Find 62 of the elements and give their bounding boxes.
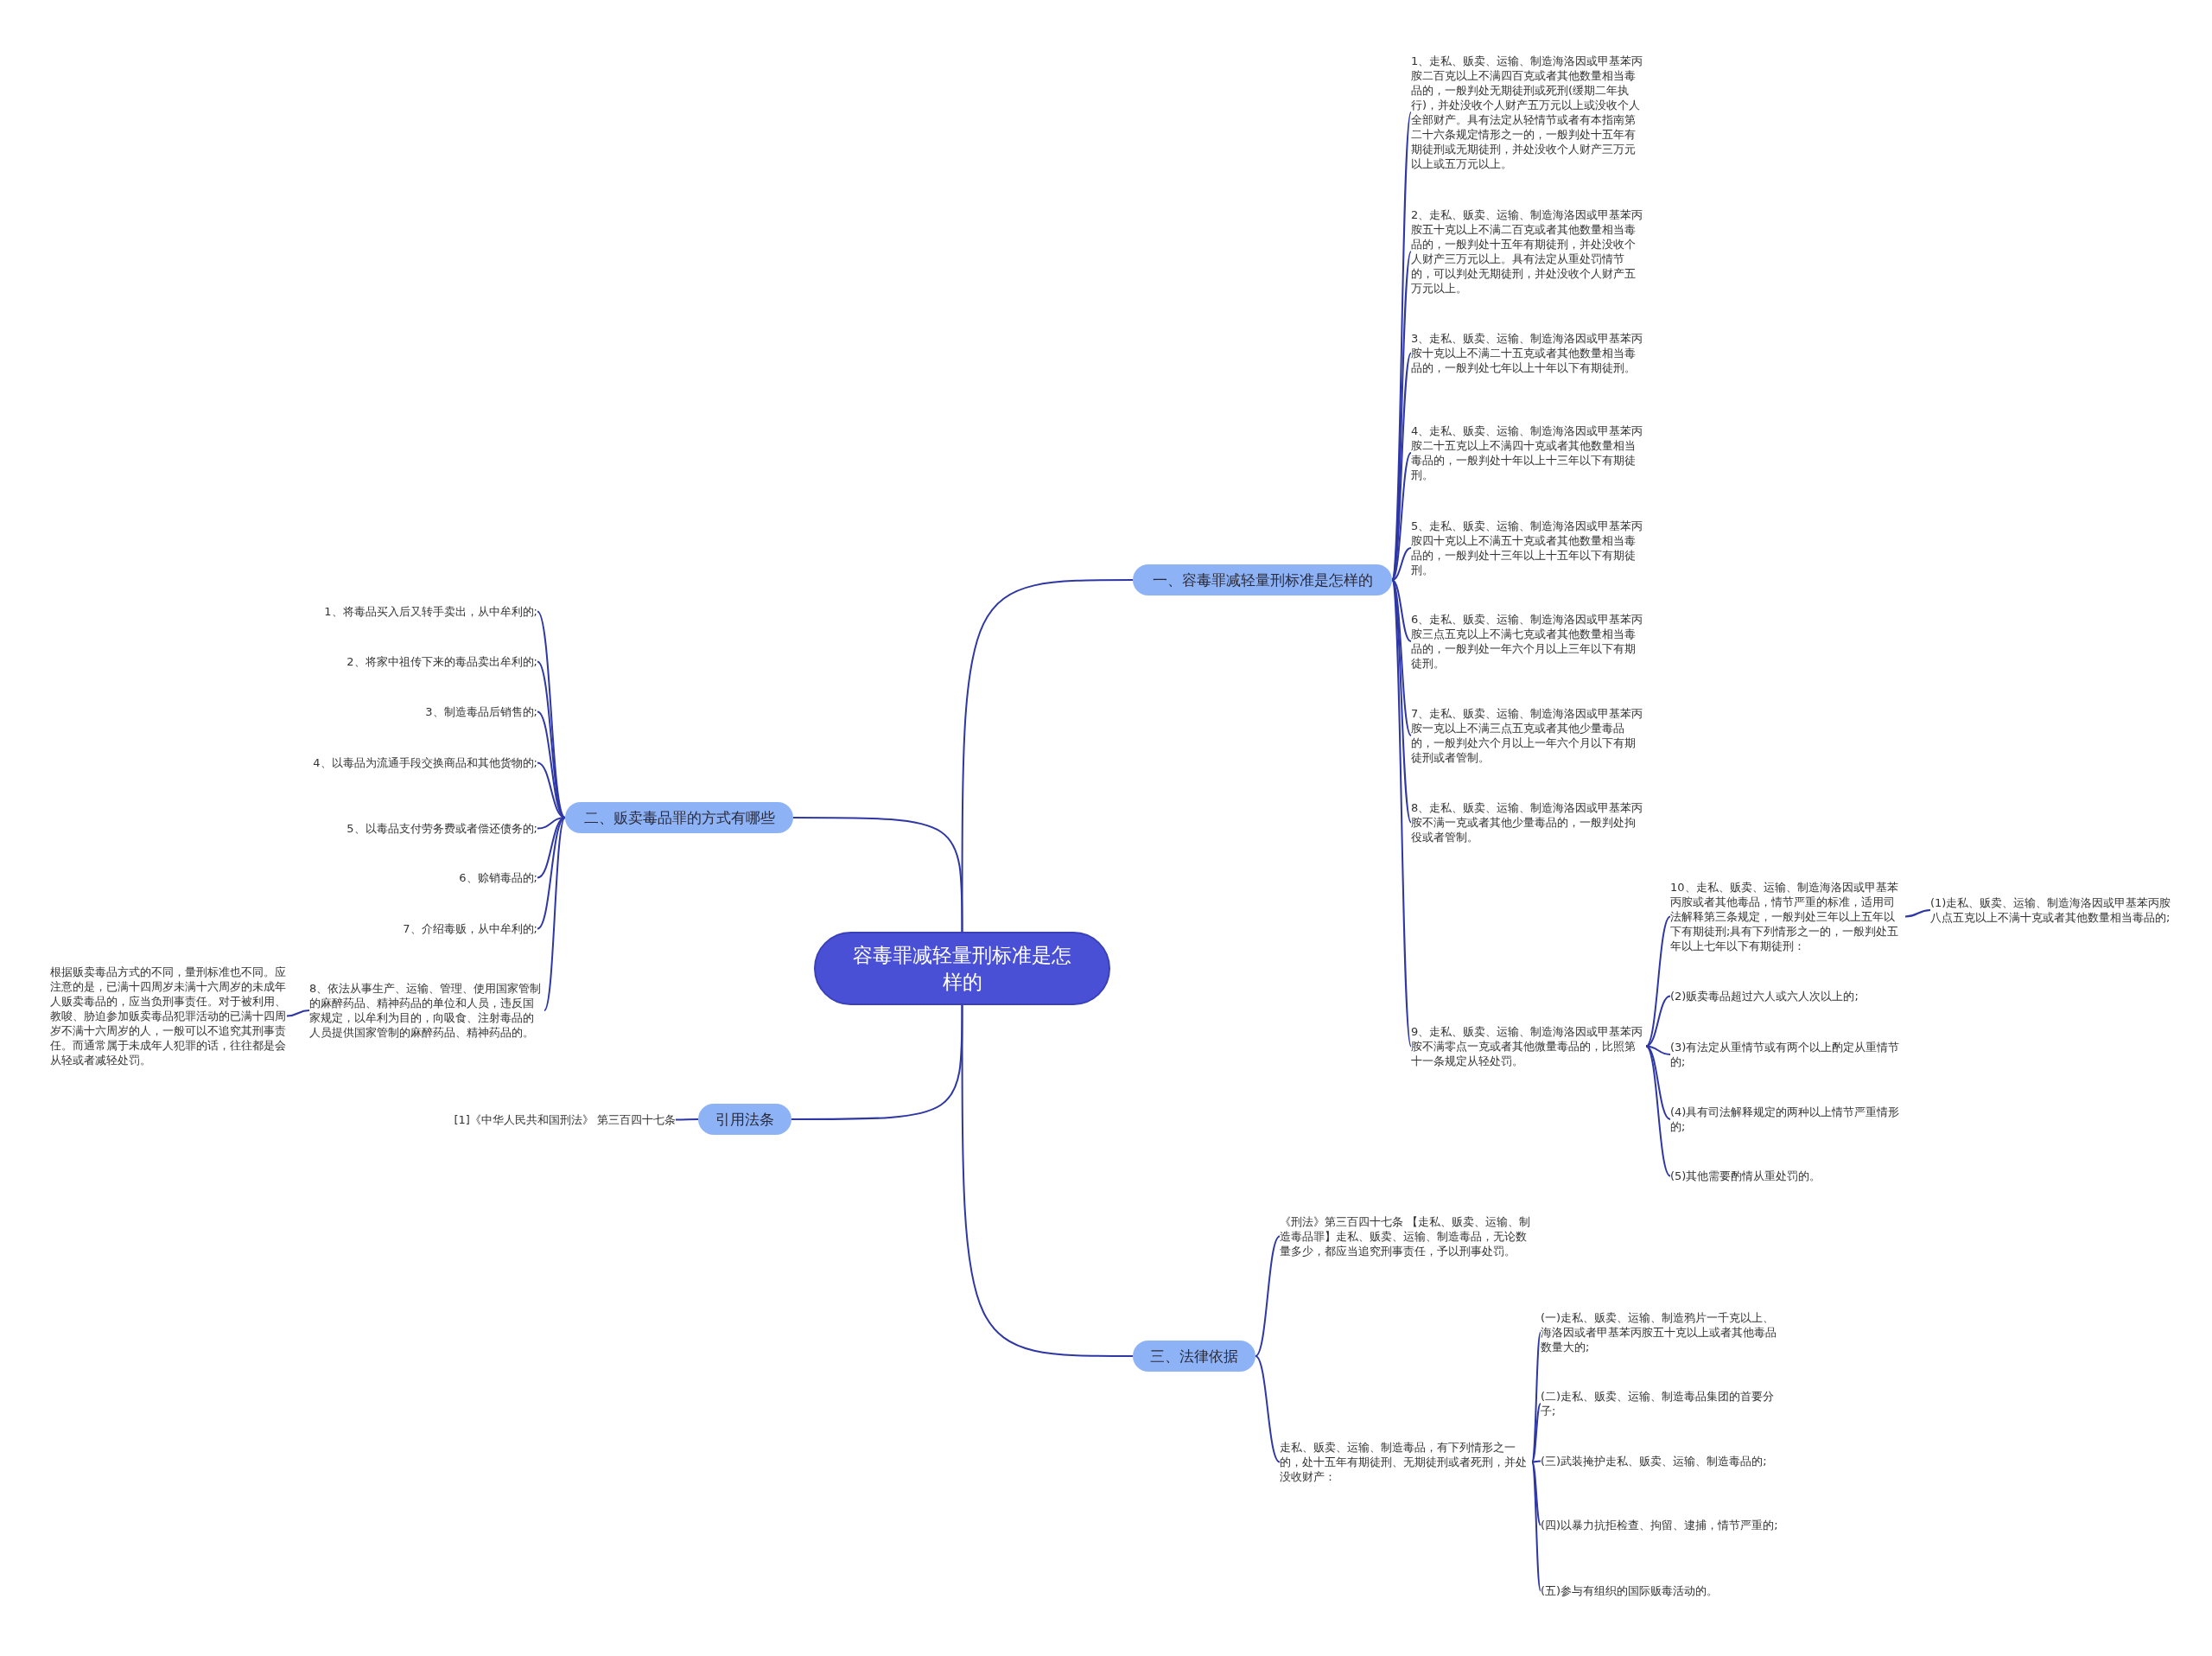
leaf-text: 1、将毒品买入后又转手卖出，从中牟利的; [294, 604, 537, 619]
leaf-text: 8、依法从事生产、运输、管理、使用国家管制的麻醉药品、精神药品的单位和人员，违反国家规定，以牟利为目的，向吸食、注射毒品的人员提供国家管制的麻醉药品、精神药品的。 [309, 981, 544, 1040]
connector-line [1255, 1355, 1281, 1463]
connector-line [1391, 579, 1412, 736]
connector-line [537, 660, 566, 818]
leaf-text: 6、赊销毒品的; [294, 870, 537, 885]
connector-line [1391, 579, 1412, 824]
connector-line [1531, 1403, 1541, 1463]
leaf-text: (二)走私、贩卖、运输、制造毒品集团的首要分子; [1541, 1389, 1784, 1418]
connector-line [1904, 909, 1931, 918]
connector-line [1645, 995, 1671, 1048]
leaf-text: (四)以暴力抗拒检查、拘留、逮捕，情节严重的; [1541, 1518, 1784, 1532]
leaf-text: 走私、贩卖、运输、制造毒品，有下列情形之一的，处十五年有期徒刑、无期徒刑或者死刑，并处没收财产： [1280, 1440, 1532, 1484]
connector-line [1391, 547, 1412, 581]
connector-line [1391, 579, 1412, 642]
leaf-text: (4)具有司法解释规定的两种以上情节严重情形的; [1670, 1105, 1905, 1134]
connector-line [543, 817, 566, 1011]
leaf-text: 8、走私、贩卖、运输、制造海洛因或甲基苯丙胺不满一克或者其他少量毒品的，一般判处拘役或者管制。 [1411, 800, 1646, 844]
leaf-text: 5、走私、贩卖、运输、制造海洛因或甲基苯丙胺四十克以上不满五十克或者其他数量相当毒品的，一般判处十三年以上十五年以下有期徒刑。 [1411, 519, 1646, 577]
connector-line [1391, 452, 1412, 581]
leaf-text: 2、走私、贩卖、运输、制造海洛因或甲基苯丙胺五十克以上不满二百克或者其他数量相当毒品的，一般判处十五年有期徒刑，并处没收个人财产三万元以上。具有法定从重处罚情节的，可以判处无期徒刑，并处没收个人财产五万元以上。 [1411, 207, 1646, 296]
leaf-text: 4、以毒品为流通手段交换商品和其他货物的; [294, 755, 537, 770]
leaf-text: (5)其他需要酌情从重处罚的。 [1670, 1169, 1905, 1183]
leaf-text: 9、走私、贩卖、运输、制造海洛因或甲基苯丙胺不满零点一克或者其他微量毒品的，比照第十一条规定从轻处罚。 [1411, 1024, 1646, 1068]
leaf-text: (三)武装掩护走私、贩卖、运输、制造毒品的; [1541, 1454, 1784, 1468]
leaf-text: 7、走私、贩卖、运输、制造海洛因或甲基苯丙胺一克以上不满三点五克或者其他少量毒品的，一般判处六个月以上一年六个月以下有期徒刑或者管制。 [1411, 706, 1646, 765]
connector-line [675, 1118, 699, 1121]
connector-line [1531, 1461, 1541, 1526]
leaf-text: 10、走私、贩卖、运输、制造海洛因或甲基苯丙胺或者其他毒品，情节严重的标准，适用司法解释第三条规定，一般判处三年以上五年以下有期徒刑;具有下列情形之一的，一般判处五年以上七年以下有期徒刑： [1670, 880, 1905, 953]
leaf-text: [1]《中华人民共和国刑法》 第三百四十七条 [380, 1112, 676, 1127]
connector-line [1531, 1461, 1541, 1592]
central-topic: 容毒罪减轻量刑标准是怎样的 [814, 932, 1110, 1005]
branch-topic: 三、法律依据 [1133, 1341, 1255, 1372]
leaf-text: 3、走私、贩卖、运输、制造海洛因或甲基苯丙胺十克以上不满二十五克或者其他数量相当毒品的，一般判处七年以上十年以下有期徒刑。 [1411, 331, 1646, 375]
leaf-text: 根据贩卖毒品方式的不同，量刑标准也不同。应注意的是，已满十四周岁未满十六周岁的未成年人贩卖毒品的，应当负刑事责任。对于被利用、教唆、胁迫参加贩卖毒品犯罪活动的已满十四周岁不满十六周岁的人，一般可以不追究其刑事责任。而通常属于未成年人犯罪的话，往往都是会从轻或者减轻处罚。 [50, 965, 287, 1067]
leaf-text: (五)参与有组织的国际贩毒活动的。 [1541, 1583, 1784, 1598]
branch-topic: 引用法条 [698, 1104, 791, 1135]
leaf-text: (3)有法定从重情节或有两个以上酌定从重情节的; [1670, 1040, 1905, 1069]
connector-line [961, 579, 1134, 933]
leaf-text: (1)走私、贩卖、运输、制造海洛因或甲基苯丙胺八点五克以上不满十克或者其他数量相当毒品的; [1930, 895, 2172, 925]
branch-topic: 二、贩卖毒品罪的方式有哪些 [565, 802, 793, 833]
connector-line [1531, 1331, 1541, 1463]
leaf-text: 6、走私、贩卖、运输、制造海洛因或甲基苯丙胺三点五克以上不满七克或者其他数量相当毒品的，一般判处一年六个月以上三年以下有期徒刑。 [1411, 612, 1646, 671]
leaf-text: 7、介绍毒贩，从中牟利的; [294, 921, 537, 936]
connector-line [1531, 1460, 1541, 1463]
connector-line [961, 1004, 1134, 1357]
leaf-text: 4、走私、贩卖、运输、制造海洛因或甲基苯丙胺二十五克以上不满四十克或者其他数量相当毒品的，一般判处十年以上十三年以下有期徒刑。 [1411, 424, 1646, 482]
leaf-text: (一)走私、贩卖、运输、制造鸦片一千克以上、海洛因或者甲基苯丙胺五十克以上或者其他毒品数量大的; [1541, 1310, 1784, 1354]
connector-line [791, 1004, 963, 1120]
branch-topic: 一、容毒罪减轻量刑标准是怎样的 [1133, 564, 1392, 596]
connector-line [1645, 1045, 1671, 1177]
leaf-text: 2、将家中祖传下来的毒品卖出牟利的; [294, 654, 537, 669]
leaf-text: 《刑法》第三百四十七条 【走私、贩卖、运输、制造毒品罪】走私、贩卖、运输、制造毒品，无论数量多少，都应当追究刑事责任，予以刑事处罚。 [1280, 1214, 1532, 1258]
connector-line [1645, 1045, 1671, 1120]
connector-line [792, 817, 963, 933]
connector-line [537, 817, 566, 930]
leaf-text: 3、制造毒品后销售的; [294, 704, 537, 719]
leaf-text: (2)贩卖毒品超过六人或六人次以上的; [1670, 989, 1905, 1003]
connector-line [286, 1010, 310, 1017]
leaf-text: 1、走私、贩卖、运输、制造海洛因或甲基苯丙胺二百克以上不满四百克或者其他数量相当毒品的，一般判处无期徒刑或死刑(缓期二年执行)，并处没收个人财产五万元以上或没收个人全部财产。具有法定从轻情节或者有本指南第二十六条规定情形之一的，一般判处十五年有期徒刑或无期徒刑，并处没收个人财产三万元以上或五万元以上。 [1411, 54, 1646, 171]
connector-line [1255, 1235, 1281, 1357]
leaf-text: 5、以毒品支付劳务费或者偿还债务的; [294, 821, 537, 836]
